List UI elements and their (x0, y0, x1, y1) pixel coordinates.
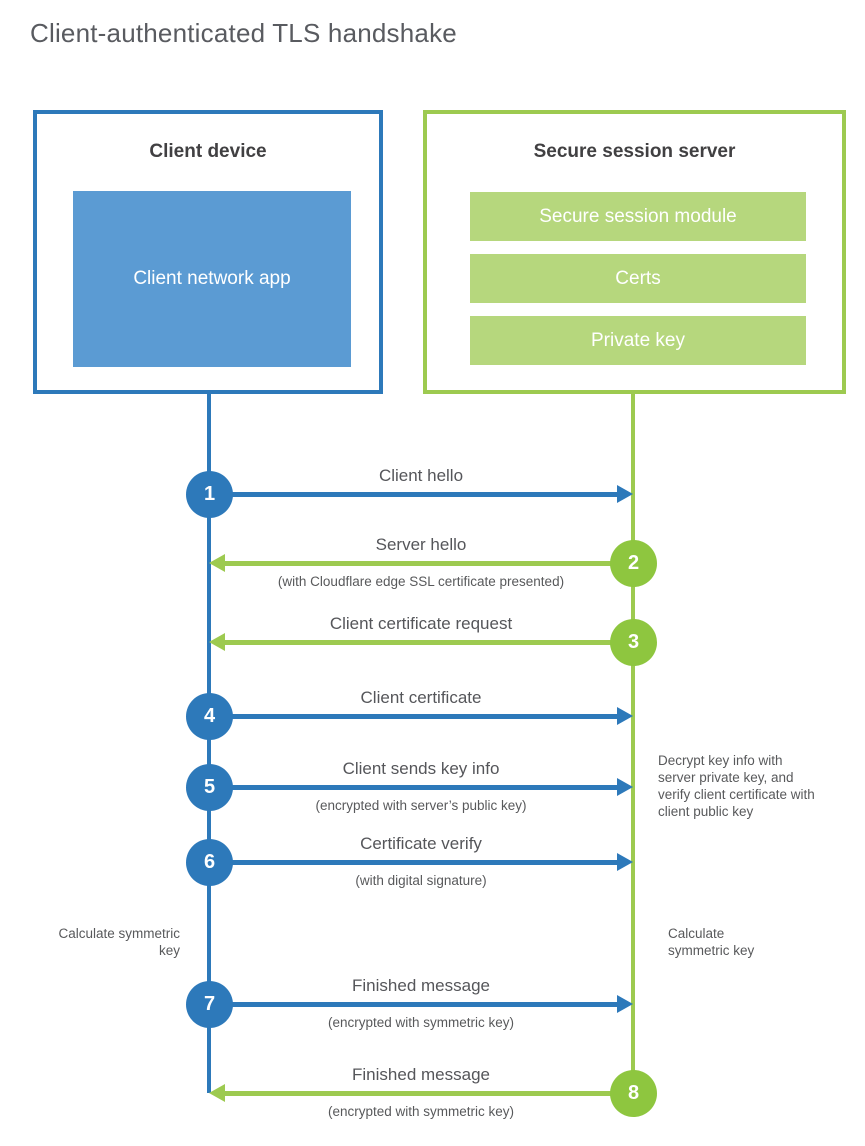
step-number-badge: 3 (610, 619, 657, 666)
secure-session-server-box: Secure session server Secure session mod… (423, 110, 846, 394)
server-decrypt-note: Decrypt key info with server private key… (658, 753, 815, 819)
step-number-badge: 1 (186, 471, 233, 518)
arrow-line (209, 492, 619, 497)
step-sublabel: (with digital signature) (355, 873, 487, 888)
arrow-line (223, 640, 633, 645)
server-lifeline (631, 394, 635, 1093)
step-label: Client hello (378, 466, 464, 485)
step-number-badge: 4 (186, 693, 233, 740)
secure-session-server-title: Secure session server (533, 141, 736, 162)
page-title: Client-authenticated TLS handshake (30, 18, 457, 48)
step-label: Client certificate (360, 688, 482, 707)
step-number-badge: 7 (186, 981, 233, 1028)
step-label: Finished message (352, 976, 490, 995)
server-calculate-note: Calculate symmetric key (668, 926, 755, 958)
step-label: Server hello (375, 535, 467, 554)
client-device-title: Client device (149, 141, 267, 162)
arrowhead-right-icon (617, 707, 633, 725)
arrowhead-left-icon (209, 554, 225, 572)
arrow-line (209, 1002, 619, 1007)
arrowhead-right-icon (617, 778, 633, 796)
step-label: Client sends key info (342, 759, 500, 778)
step-sublabel: (with Cloudflare edge SSL certificate pr… (277, 574, 565, 589)
step-number-badge: 5 (186, 764, 233, 811)
client-device-box: Client device Client network app (33, 110, 383, 394)
step-sublabel: (encrypted with server’s public key) (315, 798, 527, 813)
arrow-line (223, 561, 633, 566)
private-key-bar: Private key (470, 316, 806, 365)
arrowhead-right-icon (617, 995, 633, 1013)
certs-bar: Certs (470, 254, 806, 303)
step-label: Finished message (352, 1065, 490, 1084)
step-number-badge: 8 (610, 1070, 657, 1117)
arrowhead-right-icon (617, 485, 633, 503)
arrow-line (209, 860, 619, 865)
client-calculate-note: Calculate symmetric key (58, 926, 180, 958)
secure-session-module-bar: Secure session module (470, 192, 806, 241)
step-sublabel: (encrypted with symmetric key) (327, 1104, 515, 1119)
step-label: Client certificate request (329, 614, 513, 633)
client-lifeline (207, 394, 211, 1093)
step-number-badge: 6 (186, 839, 233, 886)
arrowhead-right-icon (617, 853, 633, 871)
client-network-app-box: Client network app (73, 191, 351, 367)
arrow-line (209, 714, 619, 719)
arrow-line (209, 785, 619, 790)
step-sublabel: (encrypted with symmetric key) (327, 1015, 515, 1030)
arrowhead-left-icon (209, 633, 225, 651)
step-number-badge: 2 (610, 540, 657, 587)
arrowhead-left-icon (209, 1084, 225, 1102)
arrow-line (223, 1091, 633, 1096)
step-label: Certificate verify (360, 834, 482, 853)
